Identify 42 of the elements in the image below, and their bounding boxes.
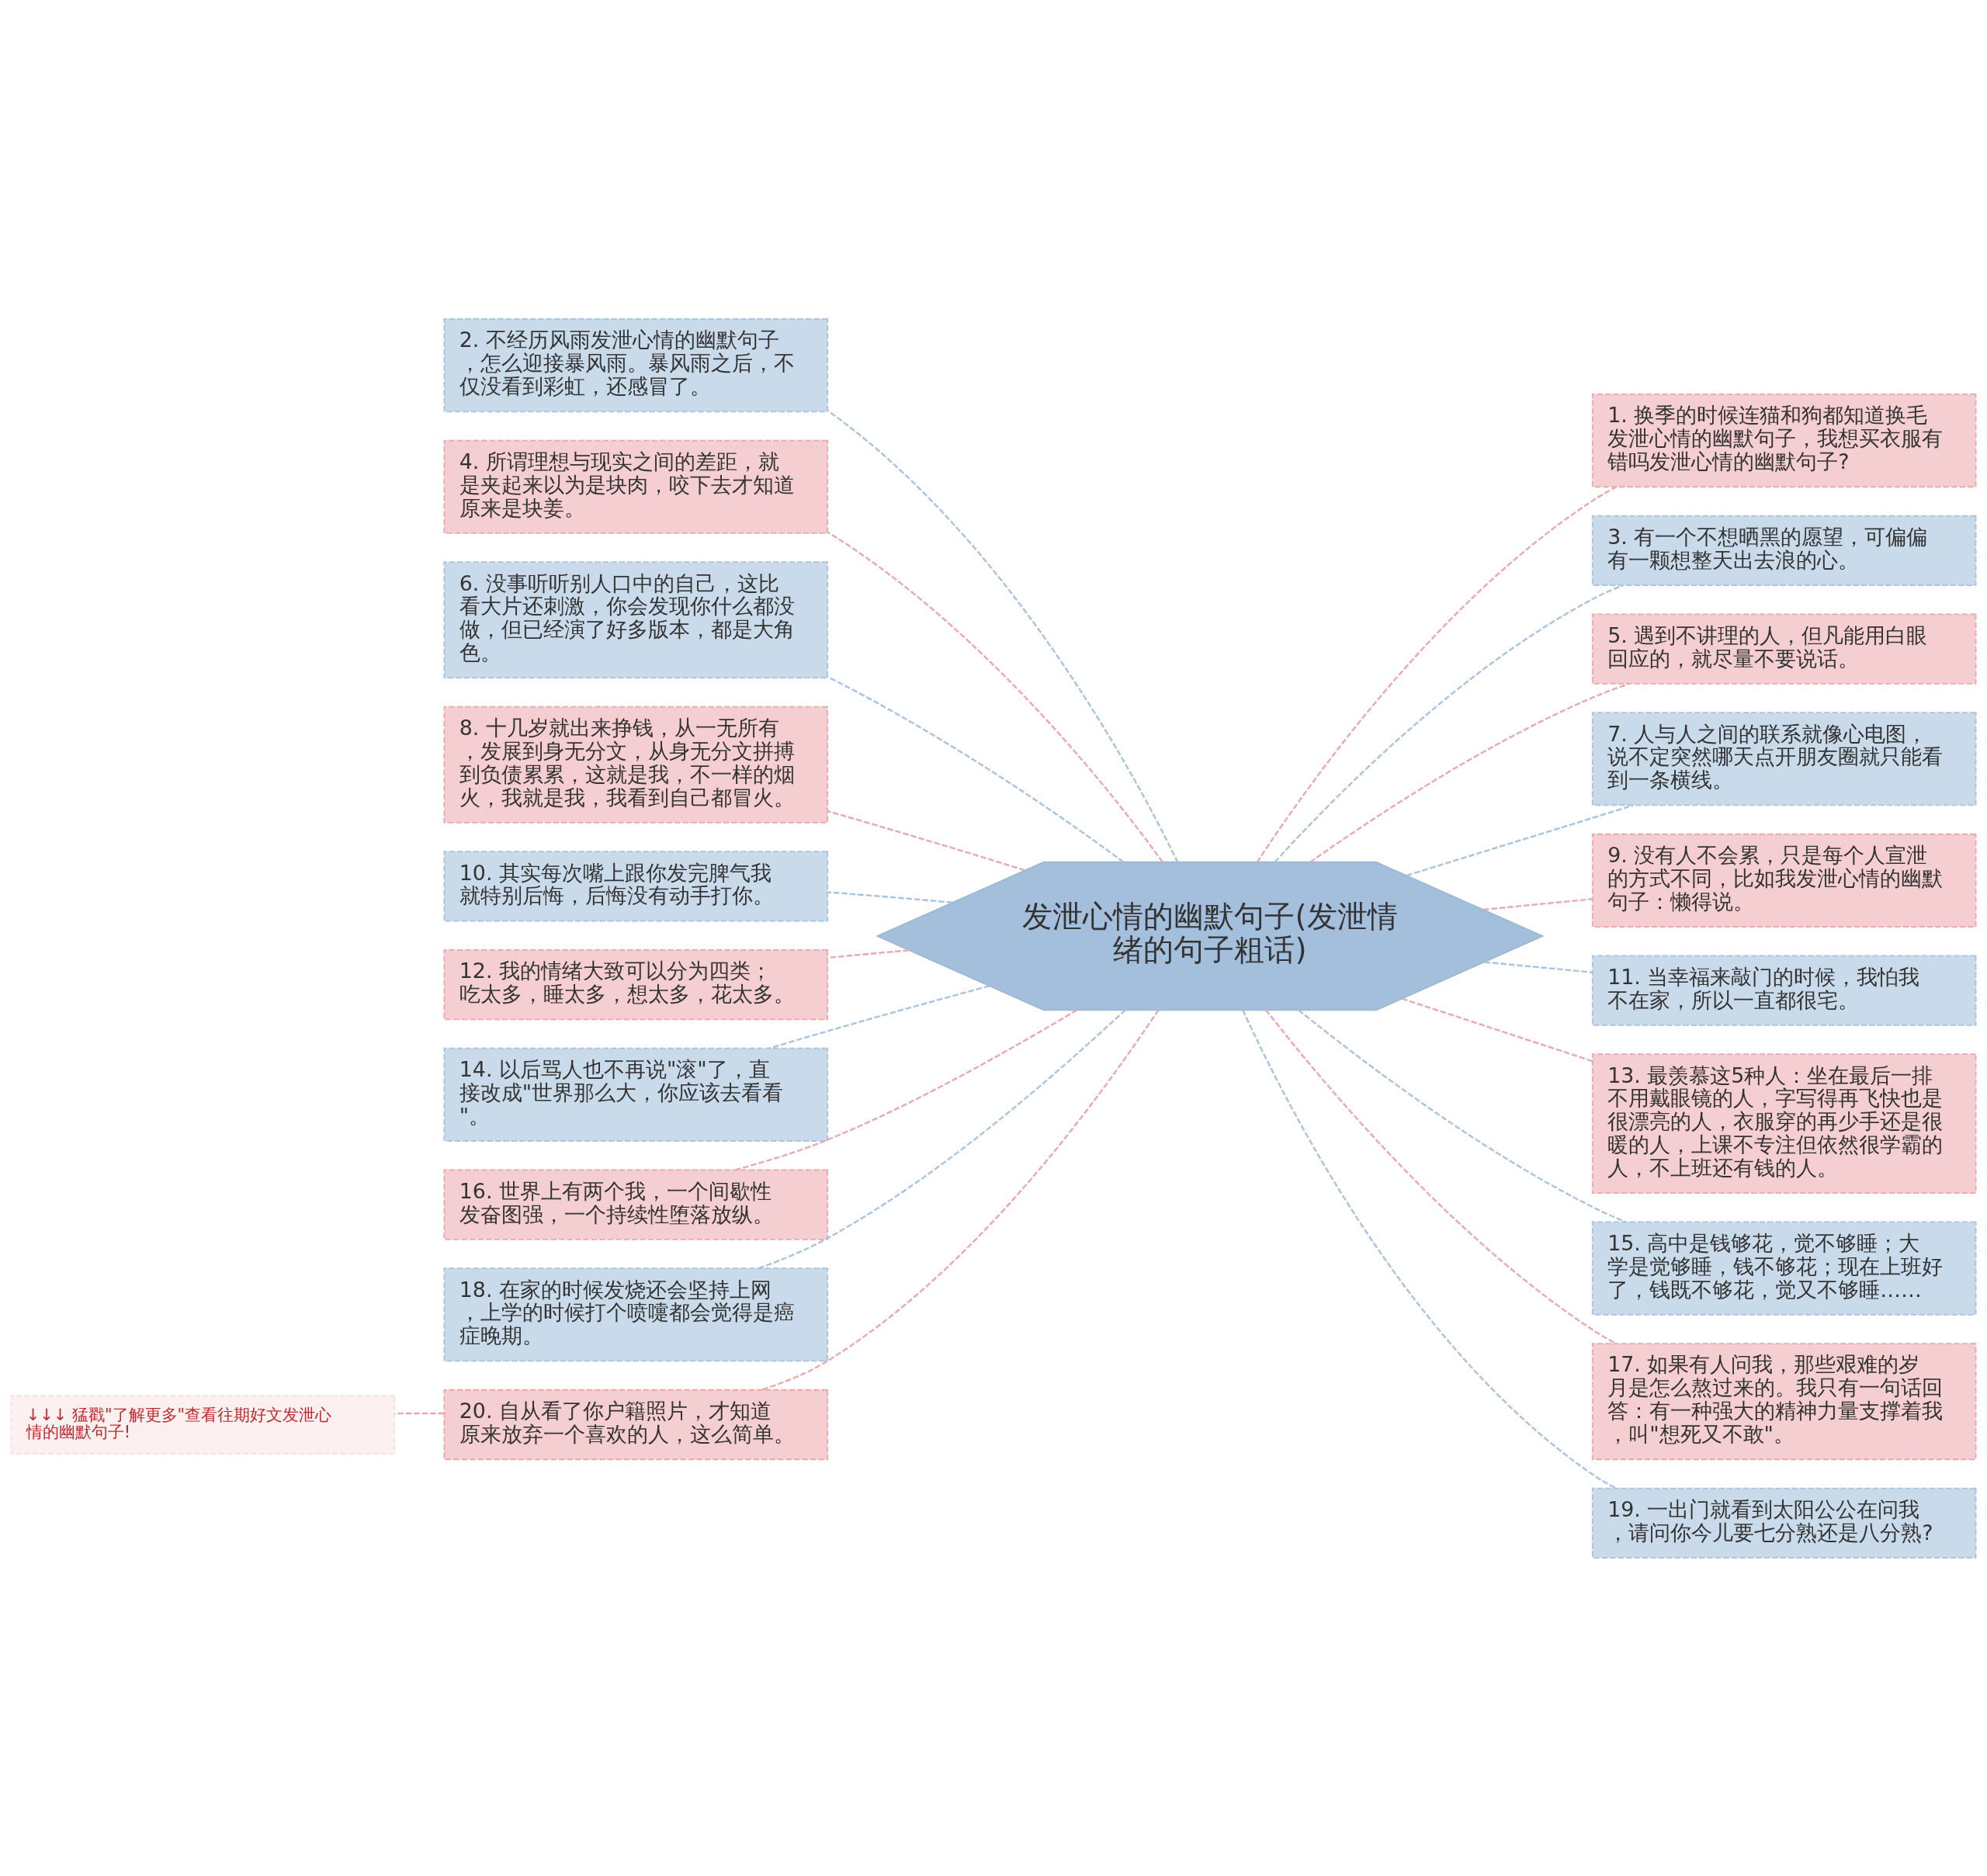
- connector: [735, 1008, 1078, 1170]
- node-box: 3. 有一个不想晒黑的愿望，可偏偏有一颗想整天出去浪的心。: [1591, 515, 1977, 586]
- connector: [827, 948, 909, 959]
- node-box: 2. 不经历风雨发泄心情的幽默句子，怎么迎接暴风雨。暴风雨之后，不仅没看到彩虹，还感冒了。: [443, 317, 828, 412]
- connector: [1265, 1008, 1617, 1344]
- node-box: 9. 没有人不会累，只是每个人宣泄的方式不同，比如我发泄心情的幽默句子：懒得说。: [1591, 833, 1977, 928]
- connector: [1298, 1008, 1626, 1222]
- connector: [768, 984, 990, 1049]
- node-box: 19. 一出门就看到太阳公公在问我，请问你今儿要七分熟还是八分熟?: [1591, 1487, 1977, 1559]
- node-box: 1. 换季的时候连猫和狗都知道换毛发泄心情的幽默句子，我想买衣服有错吗发泄心情的幽默句子?: [1591, 393, 1977, 487]
- node-box: ↓↓↓ 猛戳"了解更多"查看往期好文发泄心情的幽默句子!: [10, 1394, 396, 1455]
- connector: [1242, 1009, 1617, 1489]
- connector: [758, 1008, 1126, 1269]
- connector: [1482, 897, 1593, 910]
- node-box: 16. 世界上有两个我，一个间歇性发奋图强，一个持续性堕落放纵。: [443, 1168, 828, 1240]
- node-box: 8. 十几岁就出来挣钱，从一无所有，发展到身无分文，从身无分文拼搏到负债累累，这就是我，不一样的烟火，我就是我，我看到自己都冒火。: [443, 706, 828, 824]
- node-box: 11. 当幸福来敲门的时候，我怕我不在家，所以一直都很宅。: [1591, 954, 1977, 1026]
- node-box: 15. 高中是钱够花，觉不够睡；大学是觉够睡，钱不够花；现在上班好了，钱既不够花，觉又不够睡……: [1591, 1221, 1977, 1316]
- node-box: 14. 以后骂人也不再说"滚"了，直接改成"世界那么大，你应该去看看"。: [443, 1047, 828, 1142]
- connector: [1309, 682, 1630, 863]
- connector: [1274, 584, 1624, 862]
- connector: [1256, 485, 1617, 862]
- node-box: 18. 在家的时候发烧还会坚持上网，上学的时候打个喷嚏都会觉得是癌症晚期。: [443, 1267, 828, 1361]
- node-box: 7. 人与人之间的联系就像心电图，说不定突然哪天点开朋友圈就只能看到一条横线。: [1591, 711, 1977, 806]
- connector: [1406, 803, 1634, 876]
- connector: [1401, 997, 1593, 1062]
- node-box: 6. 没事听听别人口中的自己，这比看大片还刺激，你会发现你什么都没做，但已经演了好多版本，都是大角色。: [443, 560, 828, 678]
- connector: [827, 409, 1179, 862]
- connector: [1484, 960, 1593, 973]
- connector: [761, 1009, 1160, 1391]
- node-box: 4. 所谓理想与现实之间的差距，就是夹起来以为是块肉，咬下去才知道原来是块姜。: [443, 439, 828, 534]
- connector: [827, 531, 1163, 862]
- connector: [394, 1412, 445, 1414]
- node-box: 13. 最羡慕这5种人：坐在最后一排不用戴眼镜的人，字写得再飞快也是很漂亮的人，衣服穿的再少手还是很暖的人，上课不专注但依然很学霸的人，不上班还有钱的人。: [1591, 1052, 1977, 1194]
- node-box: 20. 自从看了你户籍照片，才知道原来放弃一个喜欢的人，这么简单。: [443, 1389, 828, 1460]
- connector: [827, 675, 1125, 863]
- connector: [827, 810, 1025, 871]
- node-box: 5. 遇到不讲理的人，但凡能用白眼回应的，就尽量不要说话。: [1591, 612, 1977, 685]
- node-box: 17. 如果有人问我，那些艰难的岁月是怎么熬过来的。我只有一句话回答：有一种强大的精神力量支撑着我，叫"想死又不敢"。: [1591, 1342, 1977, 1460]
- node-box: 10. 其实每次嘴上跟你发完脾气我就特别后悔，后悔没有动手打你。: [443, 850, 828, 922]
- node-box: 12. 我的情绪大致可以分为四类；吃太多，睡太多，想太多，花太多。: [443, 948, 828, 1020]
- connector: [827, 890, 953, 903]
